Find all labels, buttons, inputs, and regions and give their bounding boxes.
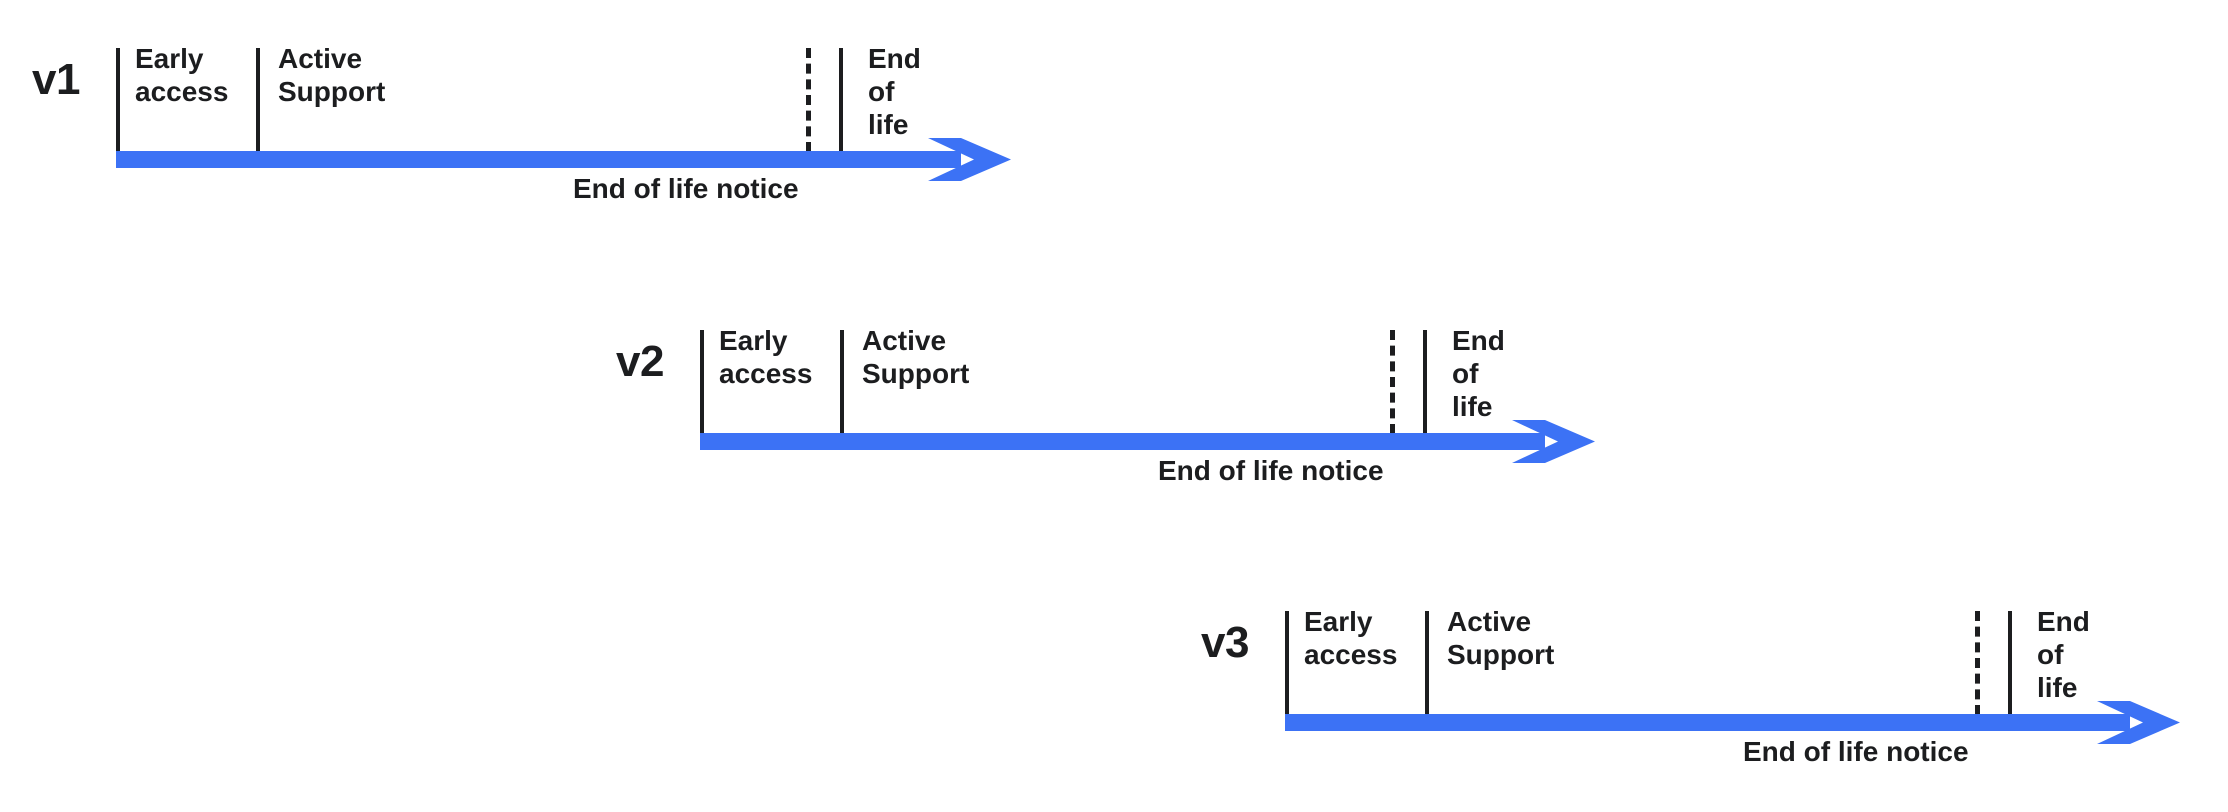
version-label-v1: v1 xyxy=(32,55,80,104)
phase-divider-notice-start-v1 xyxy=(806,48,811,152)
phase-label-early-access-v2: Early access xyxy=(719,325,813,389)
version-label-v2: v2 xyxy=(616,337,664,386)
timeline-arrow-v3 xyxy=(1285,701,2180,744)
phase-label-active-support-v2: Active Support xyxy=(862,325,970,389)
phase-label-early-access-v1: Early access xyxy=(135,43,229,107)
notice-label-v1: End of life notice xyxy=(573,173,799,204)
phase-label-end-of-life-v1: End of life xyxy=(868,43,921,140)
phase-label-early-access-v3: Early access xyxy=(1304,606,1398,670)
phase-divider-end-of-life-start-v1 xyxy=(839,48,843,152)
phase-divider-end-of-life-start-v3 xyxy=(2008,611,2012,715)
phase-label-active-support-v1: Active Support xyxy=(278,43,386,107)
phase-divider-active-support-start-v3 xyxy=(1425,611,1429,715)
phase-divider-notice-start-v2 xyxy=(1390,330,1395,434)
phase-divider-end-of-life-start-v2 xyxy=(1423,330,1427,434)
notice-label-v3: End of life notice xyxy=(1743,736,1969,767)
version-label-v3: v3 xyxy=(1201,618,1249,667)
phase-divider-early-access-start-v3 xyxy=(1285,611,1289,715)
phase-label-end-of-life-v3: End of life xyxy=(2037,606,2090,703)
phase-divider-active-support-start-v2 xyxy=(840,330,844,434)
phase-divider-early-access-start-v1 xyxy=(116,48,120,152)
phase-label-active-support-v3: Active Support xyxy=(1447,606,1555,670)
notice-label-v2: End of life notice xyxy=(1158,455,1384,486)
phase-divider-early-access-start-v2 xyxy=(700,330,704,434)
phase-label-end-of-life-v2: End of life xyxy=(1452,325,1505,422)
timeline-arrow-v1 xyxy=(116,138,1011,181)
phase-divider-notice-start-v3 xyxy=(1975,611,1980,715)
timeline-arrow-v2 xyxy=(700,420,1595,463)
phase-divider-active-support-start-v1 xyxy=(256,48,260,152)
